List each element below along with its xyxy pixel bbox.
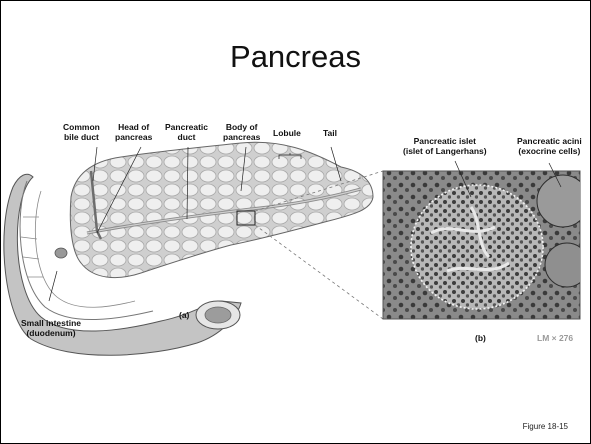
label-common-bile-duct: Common bile duct bbox=[63, 122, 100, 142]
slide-title: Pancreas bbox=[1, 39, 590, 75]
panel-b-label: (b) bbox=[475, 333, 486, 343]
figure-caption: Figure 18-15 bbox=[523, 422, 568, 431]
label-pancreatic-acini: Pancreatic acini (exocrine cells) bbox=[517, 136, 582, 156]
magnification-label: LM × 276 bbox=[537, 333, 573, 343]
label-lobule: Lobule bbox=[273, 128, 301, 138]
panel-a-label: (a) bbox=[179, 310, 189, 320]
label-small-intestine: Small intestine (duodenum) bbox=[21, 318, 81, 338]
micrograph-image bbox=[383, 171, 589, 319]
label-body-of-pancreas: Body of pancreas bbox=[223, 122, 260, 142]
label-pancreatic-islet: Pancreatic islet (islet of Langerhans) bbox=[403, 136, 487, 156]
label-head-of-pancreas: Head of pancreas bbox=[115, 122, 152, 142]
pancreas-shape bbox=[70, 142, 373, 277]
label-tail: Tail bbox=[323, 128, 337, 138]
label-pancreatic-duct: Pancreatic duct bbox=[165, 122, 208, 142]
